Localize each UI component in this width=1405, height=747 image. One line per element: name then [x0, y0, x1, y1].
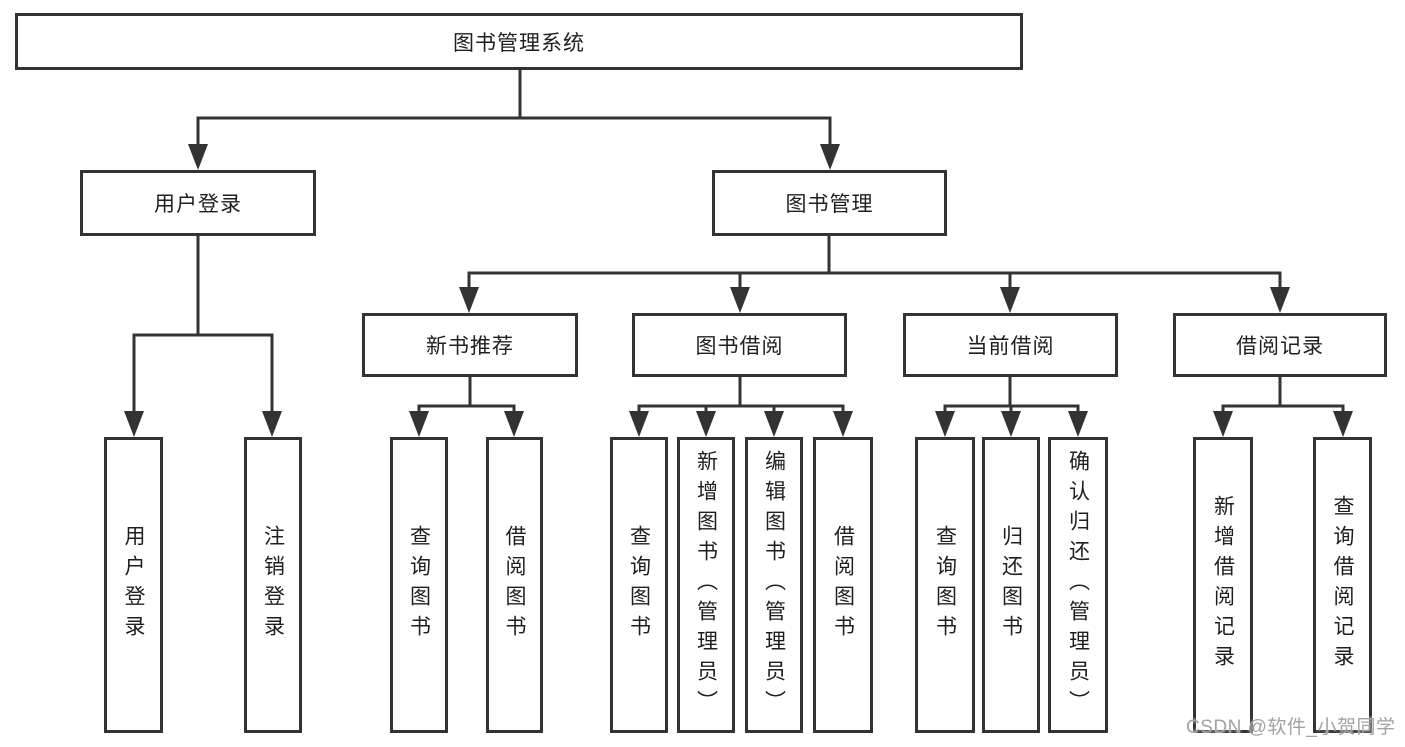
leaf-recommend-borrow-books-label: 借阅图书 [503, 525, 526, 645]
leaf-borrow-borrow-books-label: 借阅图书 [831, 525, 855, 645]
edge-new-book-recommend-children [417, 377, 516, 413]
node-user-login-label: 用户登录 [154, 193, 242, 216]
arrowhead [833, 411, 853, 437]
connector-line [132, 236, 274, 413]
arrowhead [459, 287, 479, 313]
leaf-logout-label: 注销登录 [261, 525, 285, 645]
leaf-recommend-query-books: 查询图书 [390, 437, 448, 733]
arrowhead [764, 411, 784, 437]
leaf-recommend-query-books-label: 查询图书 [407, 525, 431, 645]
node-new-book-recommend-label: 新书推荐 [426, 335, 514, 358]
leaf-login: 用户登录 [104, 437, 163, 733]
arrowhead [696, 411, 716, 437]
arrowhead [1213, 411, 1233, 437]
arrowhead [935, 411, 955, 437]
leaf-borrow-query-books-label: 查询图书 [627, 525, 651, 645]
leaf-current-confirm-return-admin: 确认归还（管理员） [1048, 437, 1108, 733]
connector-line [637, 377, 845, 413]
leaf-current-query-books: 查询图书 [915, 437, 975, 733]
connector-line [943, 377, 1080, 413]
leaf-borrow-edit-books-admin: 编辑图书（管理员） [745, 437, 803, 733]
arrowhead [1001, 411, 1021, 437]
leaf-current-confirm-return-admin-label: 确认归还（管理员） [1066, 450, 1090, 720]
node-user-login: 用户登录 [80, 170, 316, 236]
node-borrow-records-label: 借阅记录 [1236, 335, 1324, 358]
leaf-borrow-add-books-admin-label: 新增图书（管理员） [694, 450, 718, 720]
edge-book-management-children [467, 236, 1282, 290]
arrowhead [730, 287, 750, 313]
arrowhead [409, 411, 429, 437]
node-root-label: 图书管理系统 [453, 31, 585, 55]
arrowhead [1333, 411, 1353, 437]
leaf-current-query-books-label: 查询图书 [933, 525, 957, 645]
edge-user-login-children [132, 236, 274, 413]
leaf-borrow-add-books-admin: 新增图书（管理员） [677, 437, 735, 733]
connector-line [196, 69, 832, 146]
leaf-login-label: 用户登录 [122, 525, 145, 645]
arrowhead [1270, 287, 1290, 313]
node-book-management-label: 图书管理 [785, 193, 874, 216]
leaf-logout: 注销登录 [244, 437, 302, 733]
leaf-current-return-books: 归还图书 [982, 437, 1040, 733]
leaf-recommend-borrow-books: 借阅图书 [486, 437, 543, 733]
leaf-records-add-record-label: 新增借阅记录 [1211, 495, 1235, 675]
node-book-borrow-label: 图书借阅 [695, 335, 784, 358]
edge-current-borrow-children [943, 377, 1080, 413]
arrowhead [124, 411, 144, 437]
node-book-borrow: 图书借阅 [632, 313, 847, 377]
edge-root-children [196, 69, 832, 146]
arrowhead [262, 411, 282, 437]
arrowhead [820, 144, 840, 170]
arrowhead [1068, 411, 1088, 437]
edge-book-borrow-children [637, 377, 845, 413]
arrowhead [188, 144, 208, 170]
edge-borrow-records-children [1221, 377, 1345, 413]
csdn-watermark: CSDN @软件_小贺同学 [1186, 717, 1396, 738]
node-book-management: 图书管理 [712, 170, 947, 236]
node-new-book-recommend: 新书推荐 [362, 313, 578, 377]
leaf-borrow-edit-books-admin-label: 编辑图书（管理员） [762, 450, 786, 720]
arrowheads [124, 144, 1353, 437]
leaf-records-query-record-label: 查询借阅记录 [1331, 495, 1354, 675]
arrowhead [1000, 287, 1020, 313]
node-current-borrow: 当前借阅 [903, 313, 1118, 377]
leaf-current-return-books-label: 归还图书 [999, 525, 1023, 645]
arrowhead [504, 411, 524, 437]
leaf-records-add-record: 新增借阅记录 [1193, 437, 1253, 733]
connector-line [467, 236, 1282, 290]
leaf-borrow-query-books: 查询图书 [610, 437, 668, 733]
leaf-records-query-record: 查询借阅记录 [1313, 437, 1372, 733]
node-borrow-records: 借阅记录 [1173, 313, 1387, 377]
arrowhead [629, 411, 649, 437]
connector-line [1221, 377, 1345, 413]
node-current-borrow-label: 当前借阅 [966, 335, 1055, 358]
node-root: 图书管理系统 [15, 13, 1023, 70]
leaf-borrow-borrow-books: 借阅图书 [813, 437, 873, 733]
connector-line [417, 377, 516, 413]
